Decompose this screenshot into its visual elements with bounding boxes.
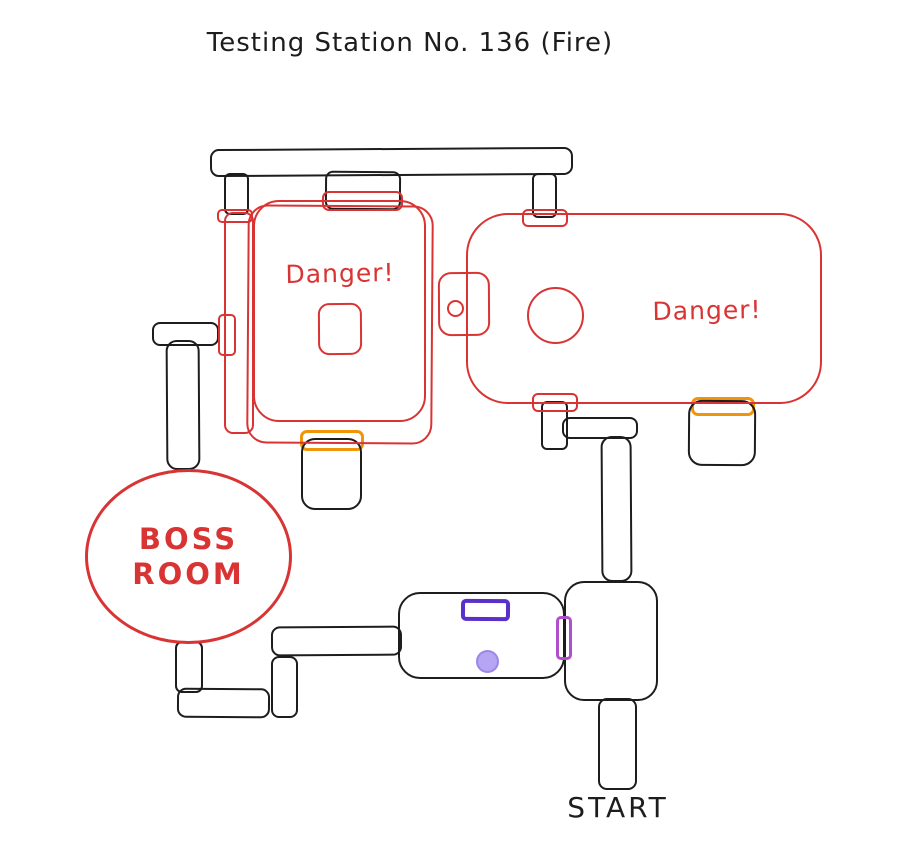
orange-door-right	[691, 397, 755, 416]
boss-room-label-line1: BOSS	[138, 521, 239, 556]
red-door-left-middle	[218, 314, 236, 356]
entry-room	[564, 581, 658, 701]
violet-marker-rect	[460, 598, 511, 622]
danger-room-right	[466, 213, 822, 404]
boss-room-circle	[85, 469, 292, 644]
small-room-below-left-danger	[301, 438, 362, 510]
connector-below-boss	[175, 641, 203, 693]
danger-room-left-inner-object	[317, 302, 363, 356]
red-door-top-right	[522, 209, 568, 227]
danger-label-left: Danger!	[285, 258, 395, 289]
red-door-bottom-right-danger	[532, 393, 578, 412]
danger-room-right-circle-object	[527, 287, 584, 344]
corridor-left-vertical	[165, 339, 201, 471]
start-label: START	[567, 791, 669, 824]
corridor-bottom-left-horizontal	[176, 687, 271, 719]
boss-room-label-line2: ROOM	[132, 556, 245, 591]
red-door-top-middle	[322, 191, 403, 211]
red-side-chamber	[437, 271, 491, 337]
danger-room-left	[253, 200, 426, 422]
boss-room-label: BOSS ROOM	[85, 469, 292, 644]
connector-top-left	[224, 173, 249, 215]
magenta-door-marker	[556, 616, 572, 660]
start-corridor	[598, 698, 637, 790]
danger-label-right: Danger!	[652, 295, 762, 326]
small-room-below-right-danger	[687, 399, 757, 467]
connector-top-right	[532, 173, 557, 218]
map-title: Testing Station No. 136 (Fire)	[206, 28, 614, 58]
red-side-chamber-dot	[447, 300, 464, 317]
orange-door-left	[300, 430, 364, 451]
lavender-dot	[476, 650, 499, 673]
red-corridor-left-vertical	[224, 212, 254, 434]
corridor-right-horizontal	[562, 417, 638, 439]
corridor-right-vertical	[600, 435, 633, 583]
corridor-bottom-left-vertical	[271, 656, 298, 718]
